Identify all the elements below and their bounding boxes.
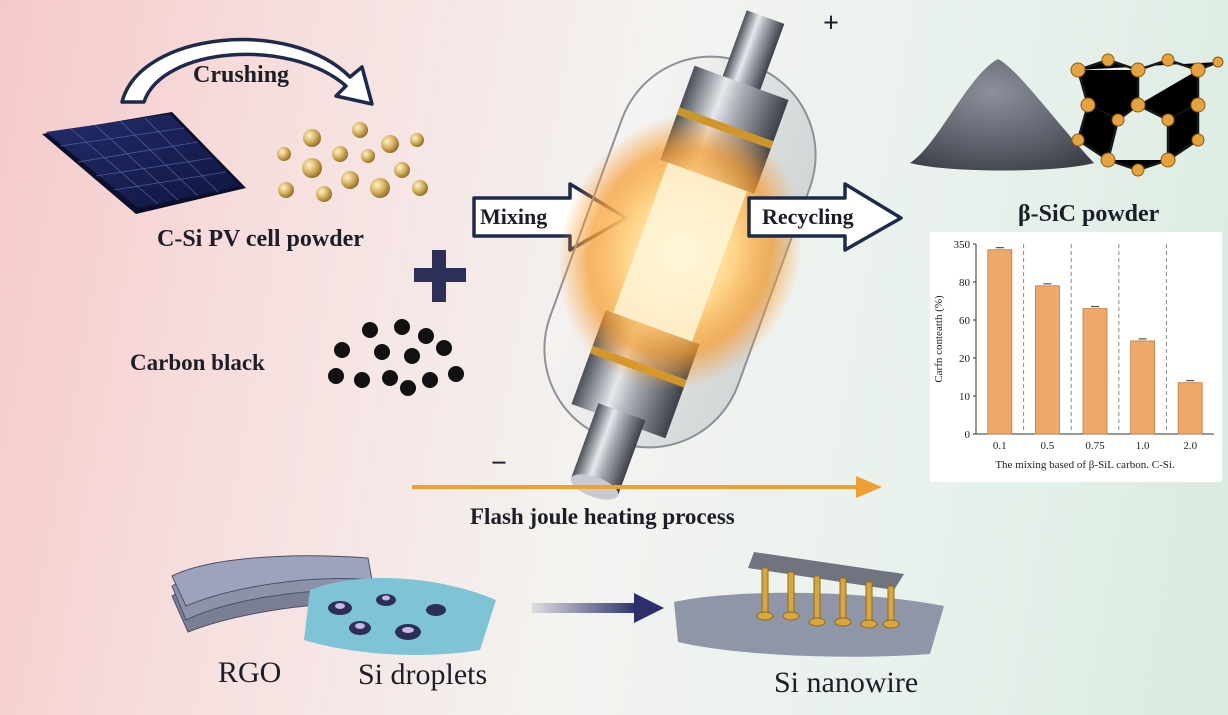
plus-icon (414, 250, 466, 302)
crushing-arrow (120, 37, 374, 106)
chart-bar (987, 249, 1013, 435)
chart-panel (930, 232, 1222, 482)
chart-x-tick-label: 1.0 (1136, 440, 1150, 452)
chart-bar (1035, 285, 1060, 435)
reactor (543, 10, 817, 500)
flash-process-arrow (412, 476, 882, 498)
chart-y-tick-label: 20 (959, 353, 971, 365)
sic-crystal-lattice (1070, 53, 1224, 177)
crushing-label: Crushing (193, 62, 290, 88)
mixing-label: Mixing (480, 204, 548, 229)
recycling-arrow (747, 182, 903, 252)
sic-powder-pile (910, 59, 1094, 171)
chart-y-tick-label: 80 (959, 277, 971, 289)
chart-bar (1177, 382, 1203, 435)
pv-powder-particles (277, 122, 428, 202)
pv-powder-label: C-Si PV cell powder (157, 226, 364, 252)
chart-x-tick-label: 0.5 (1041, 440, 1055, 452)
carbon-black-label: Carbon black (130, 350, 265, 375)
plus-terminal: + (823, 8, 839, 39)
si-nanowire-label: Si nanowire (774, 666, 919, 699)
sic-powder-label: β-SiC powder (1018, 201, 1160, 227)
chart-y-tick-label: 0 (965, 429, 971, 441)
recycling-label: Recycling (762, 204, 854, 229)
chart-y-tick-label: 350 (954, 239, 971, 251)
chart-y-label: Carfn conteatth (%) (933, 295, 945, 383)
bar-chart: 0 10 20 60 80 350 0.1 0.5 0.75 1.0 2.0 Carfn contea… (933, 239, 1214, 471)
chart-bar (1082, 308, 1108, 435)
si-droplets-label: Si droplets (358, 658, 488, 691)
solar-panel (42, 112, 246, 214)
rgo-label: RGO (218, 656, 282, 689)
carbon-black-particles (328, 319, 464, 396)
chart-x-tick-label: 0.1 (993, 440, 1007, 452)
chart-y-tick-label: 10 (959, 391, 971, 403)
chart-y-tick-label: 60 (959, 315, 971, 327)
chart-bar (1130, 340, 1156, 435)
chart-x-tick-label: 2.0 (1183, 440, 1197, 452)
flash-process-label: Flash joule heating process (470, 504, 735, 529)
minus-terminal: − (491, 448, 507, 479)
chart-x-label: The mixing based of β-SiL carbon. C-Si. (995, 459, 1175, 471)
si-droplets-sheet (304, 577, 496, 655)
chart-x-tick-label: 0.75 (1085, 440, 1105, 452)
transform-arrow (532, 593, 664, 623)
si-nanowire-illustration (674, 552, 944, 657)
